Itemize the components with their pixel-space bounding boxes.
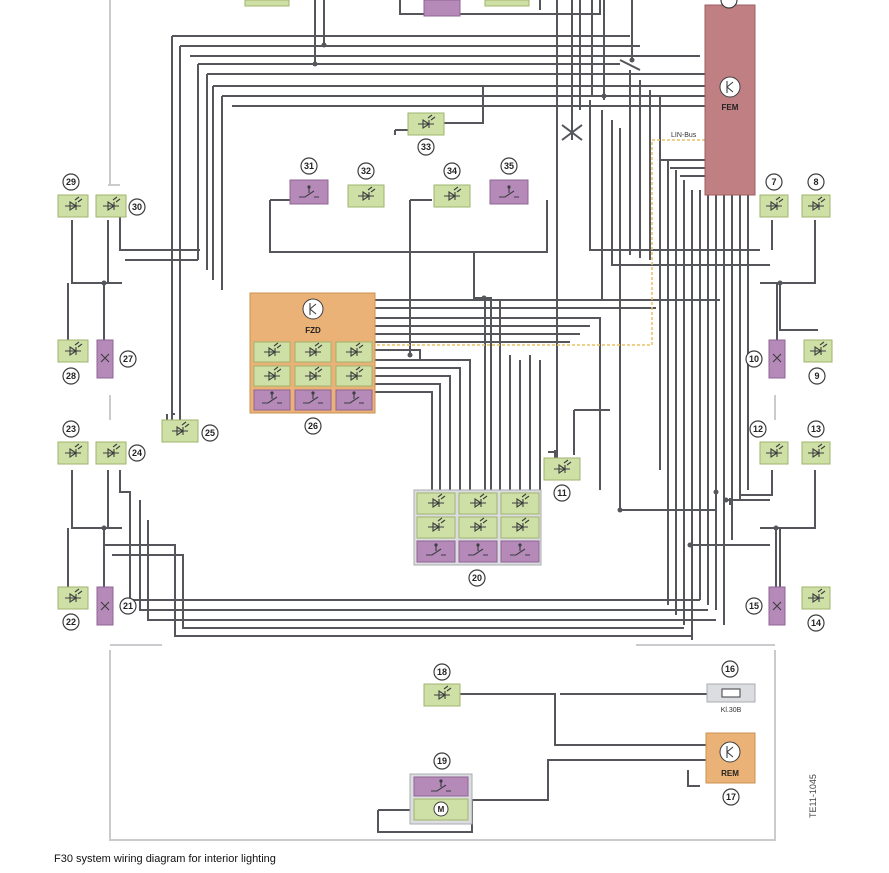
bulbs <box>96 339 786 626</box>
figure-caption: F30 system wiring diagram for interior l… <box>54 853 276 865</box>
wires <box>67 0 818 833</box>
svg-text:17: 17 <box>726 792 736 802</box>
svg-text:32: 32 <box>361 166 371 176</box>
svg-text:10: 10 <box>749 354 759 364</box>
callout-24: 24 <box>128 444 146 462</box>
svg-text:15: 15 <box>749 601 759 611</box>
svg-text:29: 29 <box>66 177 76 187</box>
svg-text:31: 31 <box>304 161 314 171</box>
fem-module: FEM <box>704 4 756 196</box>
callout-19: 19 <box>433 752 451 770</box>
lamp-block-20 <box>413 489 542 566</box>
callout-13: 13 <box>807 420 825 438</box>
svg-text:7: 7 <box>771 177 776 187</box>
callout-14: 14 <box>807 614 825 632</box>
kl30b-label: Kl.30B <box>721 707 742 714</box>
callout-35: 35 <box>500 157 518 175</box>
svg-text:18: 18 <box>437 667 447 677</box>
svg-text:12: 12 <box>753 424 763 434</box>
callout-33: 33 <box>417 138 435 156</box>
callout-7: 7 <box>765 173 783 191</box>
callout-16: 16 <box>721 660 739 678</box>
callout-22: 22 <box>62 613 80 631</box>
callout-10: 10 <box>745 350 763 368</box>
callout-32: 32 <box>357 162 375 180</box>
callout-8: 8 <box>807 173 825 191</box>
callout-28: 28 <box>62 367 80 385</box>
lin-bus-line: LIN-Bus <box>375 132 705 346</box>
svg-text:26: 26 <box>308 421 318 431</box>
callout-12: 12 <box>749 420 767 438</box>
svg-text:14: 14 <box>811 618 821 628</box>
svg-text:35: 35 <box>504 161 514 171</box>
svg-text:30: 30 <box>132 202 142 212</box>
callout-30: 30 <box>128 198 146 216</box>
fzd-lamp-grid <box>253 341 373 411</box>
rem-label: REM <box>721 769 739 778</box>
callout-17: 17 <box>722 788 740 806</box>
fzd-module: FZD <box>249 292 376 414</box>
frame-lines <box>108 0 776 841</box>
motor-19: M <box>409 773 473 825</box>
callout-9: 9 <box>808 367 826 385</box>
figure-code: TE11-1045 <box>808 774 818 818</box>
fzd-label: FZD <box>305 326 321 335</box>
callout-27: 27 <box>119 350 137 368</box>
svg-text:9: 9 <box>814 371 819 381</box>
motor-label: M <box>438 805 445 814</box>
callout-20: 20 <box>468 569 486 587</box>
callout-29: 29 <box>62 173 80 191</box>
svg-text:22: 22 <box>66 617 76 627</box>
callout-18: 18 <box>433 663 451 681</box>
callout-21: 21 <box>119 597 137 615</box>
rem-module: REM <box>705 732 756 784</box>
svg-text:25: 25 <box>205 428 215 438</box>
svg-text:27: 27 <box>123 354 133 364</box>
svg-text:16: 16 <box>725 664 735 674</box>
switches <box>289 179 529 205</box>
junction-dots <box>101 42 783 548</box>
fem-label: FEM <box>722 103 739 112</box>
svg-text:24: 24 <box>132 448 142 458</box>
callout-23: 23 <box>62 420 80 438</box>
svg-text:8: 8 <box>813 177 818 187</box>
fuse-16: Kl.30B <box>706 683 756 714</box>
svg-text:20: 20 <box>472 573 482 583</box>
svg-text:13: 13 <box>811 424 821 434</box>
callout-34: 34 <box>443 162 461 180</box>
callout-26: 26 <box>304 417 322 435</box>
callout-31: 31 <box>300 157 318 175</box>
lin-bus-label: LIN-Bus <box>671 132 697 139</box>
callout-25: 25 <box>201 424 219 442</box>
svg-text:11: 11 <box>557 488 567 498</box>
callout-15: 15 <box>745 597 763 615</box>
svg-text:21: 21 <box>123 601 133 611</box>
svg-text:23: 23 <box>66 424 76 434</box>
svg-text:19: 19 <box>437 756 447 766</box>
svg-text:34: 34 <box>447 166 457 176</box>
single-lamps <box>57 0 833 707</box>
callout-11: 11 <box>553 484 571 502</box>
callouts: 7 8 9 10 11 12 13 14 15 16 17 18 19 20 2… <box>62 0 826 806</box>
svg-text:33: 33 <box>421 142 431 152</box>
svg-text:28: 28 <box>66 371 76 381</box>
